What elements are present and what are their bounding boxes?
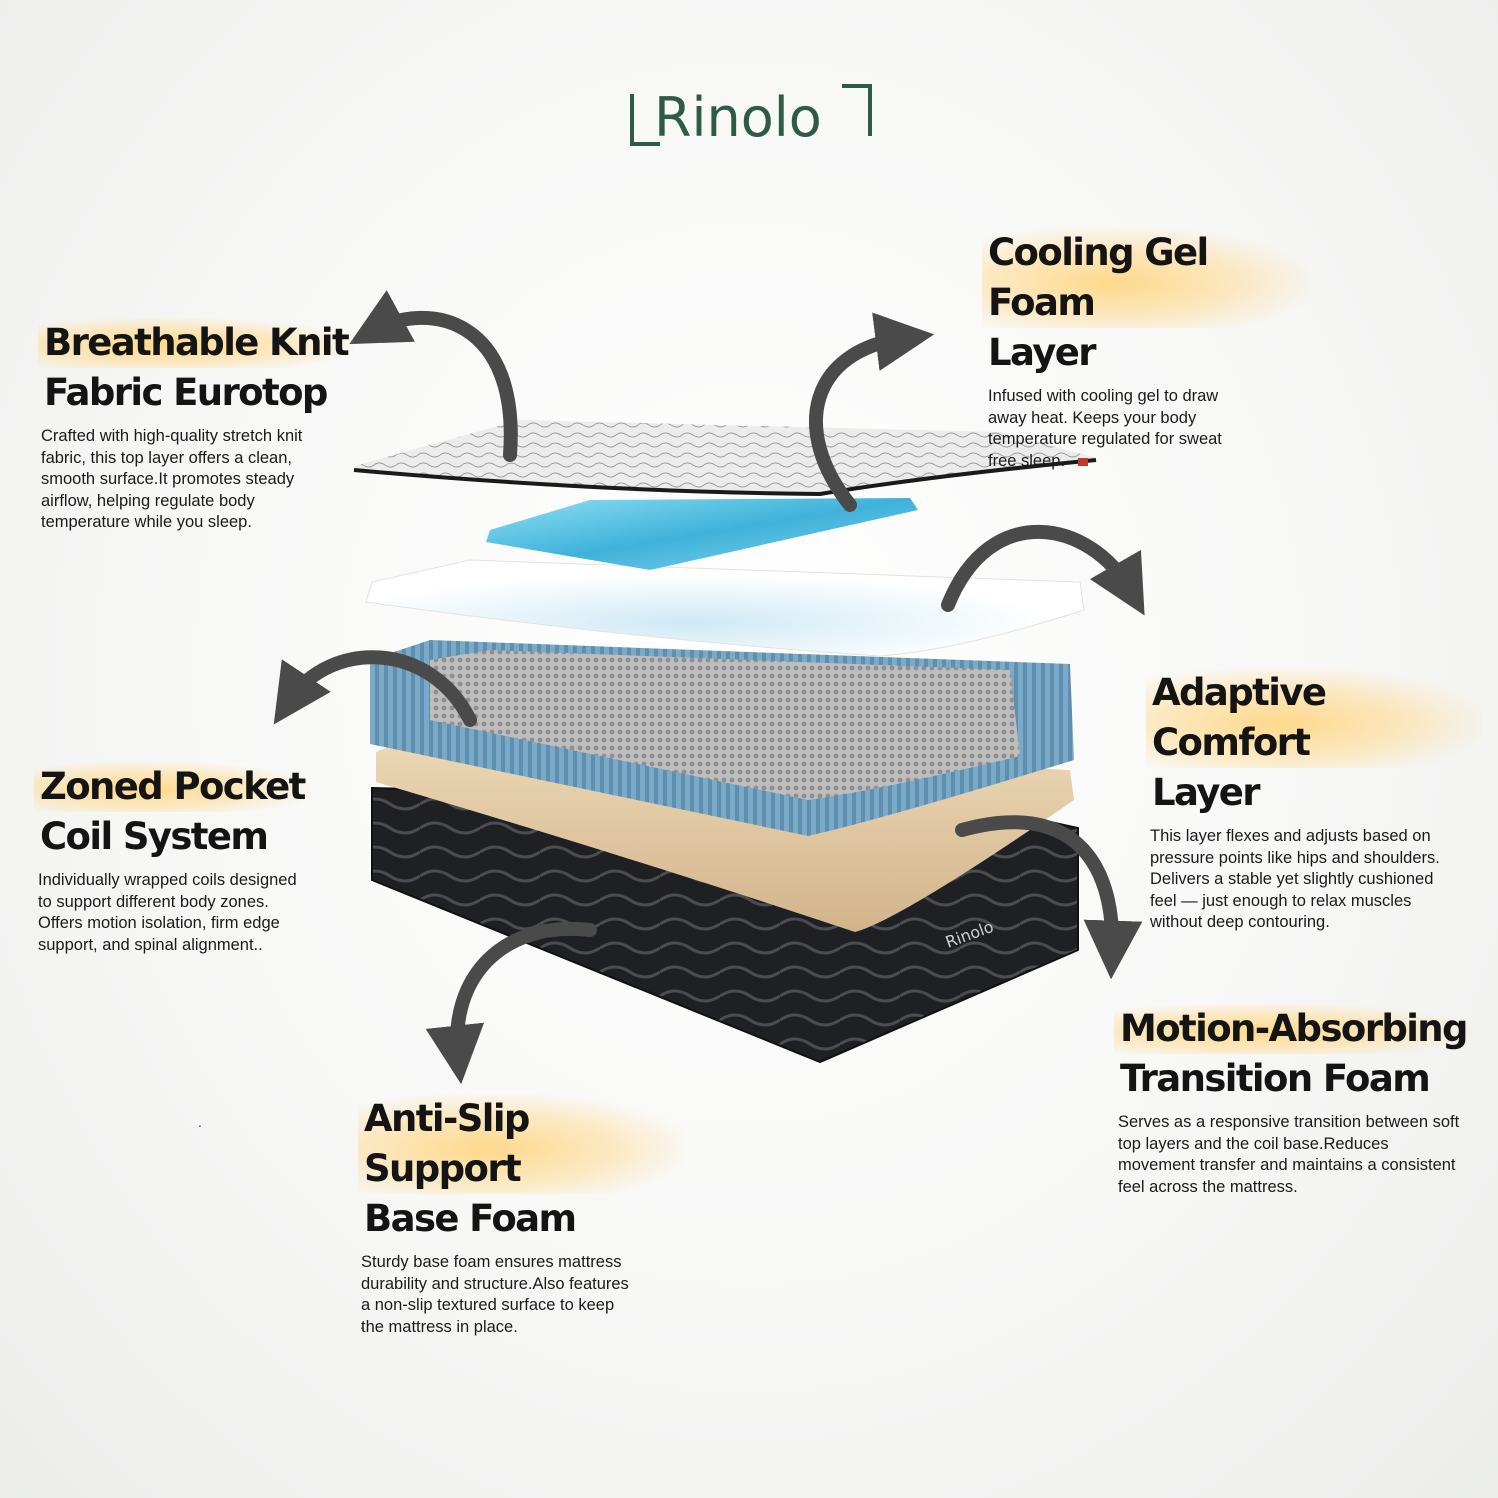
transition-foam-description: Serves as a responsive transition betwee… — [1118, 1113, 1460, 1196]
adaptive-comfort-title-line2: Layer — [1152, 771, 1260, 814]
arrow-transition — [955, 815, 1143, 980]
eurotop-title: Breathable Knit Fabric Eurotop — [38, 318, 364, 418]
arrow-eurotop — [349, 290, 518, 462]
arrow-pocket-coil — [273, 650, 477, 727]
cooling-gel-layer — [486, 498, 918, 570]
label-cooling-gel: Cooling Gel Foam Layer Infused with cool… — [982, 228, 1308, 472]
cooling-gel-title-line1: Cooling Gel Foam — [982, 228, 1308, 328]
callout-arrows — [273, 290, 1145, 1085]
adaptive-comfort-title: Adaptive Comfort Layer — [1146, 668, 1482, 818]
base-foam-title-line2: Base Foam — [364, 1197, 577, 1240]
arrow-base — [425, 921, 597, 1085]
pocket-coil-title-line1: Zoned Pocket — [34, 762, 311, 812]
eurotop-description: Crafted with high-quality stretch knit f… — [41, 427, 303, 532]
eurotop-title-line1: Breathable Knit — [38, 318, 355, 368]
logo-wordmark: Rinolo — [654, 86, 822, 149]
cooling-gel-title: Cooling Gel Foam Layer — [982, 228, 1308, 378]
arrow-adaptive — [941, 524, 1145, 616]
adaptive-comfort-title-line1: Adaptive Comfort — [1146, 668, 1482, 768]
label-pocket-coil: Zoned Pocket Coil System Individually wr… — [34, 762, 340, 956]
brand-logo: Rinolo — [628, 80, 874, 150]
label-base-foam: Anti-Slip Support Base Foam Sturdy base … — [358, 1094, 684, 1338]
stray-mark: . — [360, 1316, 364, 1332]
label-adaptive-comfort: Adaptive Comfort Layer This layer flexes… — [1146, 668, 1482, 934]
eurotop-title-line2: Fabric Eurotop — [44, 371, 328, 414]
logo-mark: Rinolo — [630, 84, 872, 149]
pocket-coil-title-line2: Coil System — [40, 815, 269, 858]
cooling-gel-description: Infused with cooling gel to draw away he… — [988, 387, 1222, 470]
base-foam-description: Sturdy base foam ensures mattress durabi… — [361, 1253, 629, 1336]
base-foam-title: Anti-Slip Support Base Foam — [358, 1094, 684, 1244]
eurotop-tag — [1078, 458, 1088, 466]
base-foam-title-line1: Anti-Slip Support — [358, 1094, 684, 1194]
pocket-coil-description: Individually wrapped coils designed to s… — [38, 871, 297, 954]
arrow-cooling-gel — [809, 312, 935, 512]
adaptive-foam-layer — [365, 559, 1085, 657]
pocket-coil-layer — [370, 640, 1074, 836]
transition-foam-title-line1: Motion-Absorbing — [1114, 1004, 1473, 1054]
transition-foam-title-line2: Transition Foam — [1120, 1057, 1431, 1100]
transition-foam-title: Motion-Absorbing Transition Foam — [1114, 1004, 1480, 1104]
cooling-gel-title-line2: Layer — [988, 331, 1096, 374]
eurotop-layer — [353, 420, 1097, 497]
label-transition-foam: Motion-Absorbing Transition Foam Serves … — [1114, 1004, 1480, 1198]
adaptive-comfort-description: This layer flexes and adjusts based on p… — [1150, 827, 1440, 932]
stray-mark: . — [198, 1114, 202, 1130]
label-eurotop: Breathable Knit Fabric Eurotop Crafted w… — [38, 318, 364, 534]
pocket-coil-title: Zoned Pocket Coil System — [34, 762, 340, 862]
